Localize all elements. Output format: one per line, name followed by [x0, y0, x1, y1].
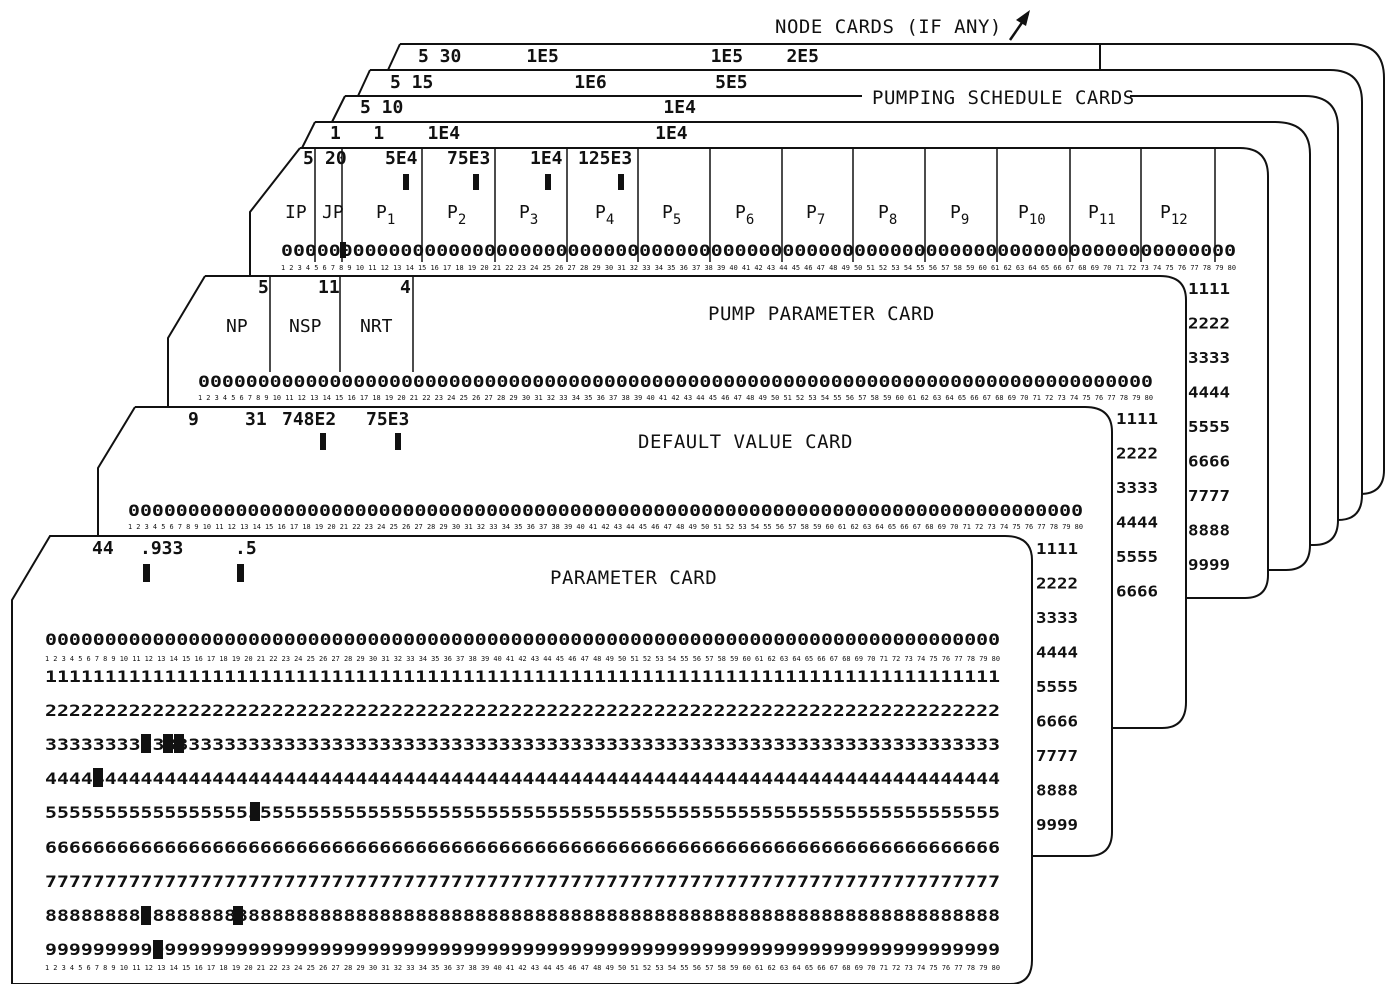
parameter-digit-row: 7777777777777777777777777777777777777777…	[45, 872, 1000, 891]
pump-column-numbers: 1 2 3 4 5 6 7 8 9 10 11 12 13 14 15 16 1…	[198, 394, 1153, 402]
parameter-digit-row: 8888888888888888888888888888888888888888…	[45, 906, 1000, 925]
parameter-digit-row: 2222222222222222222222222222222222222222…	[45, 701, 1000, 720]
pumping-schedule-annotation: PUMPING SCHEDULE CARDS	[872, 87, 1135, 109]
default-card-title: DEFAULT VALUE CARD	[638, 431, 853, 453]
schedule-card-4-row: 5 15 1E6 5E5	[390, 72, 748, 93]
parameter-digit-row: 9999999999999999999999999999999999999999…	[45, 940, 1000, 959]
parameter-a-value: 44	[92, 538, 114, 559]
edge-digit-row: 3333	[1188, 349, 1230, 367]
schedule-jp-value: 20	[325, 148, 347, 169]
edge-digit-row: 7777	[1188, 487, 1230, 505]
node-cards-annotation: NODE CARDS (IF ANY)	[775, 16, 1002, 38]
default-zero-row: 0000000000000000000000000000000000000000…	[128, 501, 1083, 520]
schedule-p4-value: 125E3	[578, 148, 632, 169]
edge-digit-row: 2222	[1036, 575, 1078, 593]
default-c-value: 748E2	[282, 409, 336, 430]
edge-digit-row: 1111	[1116, 410, 1158, 428]
schedule-field-label: IP	[285, 202, 307, 223]
parameter-digit-row: 3333333333333333333333333333333333333333…	[45, 735, 1000, 754]
pump-zero-row: 0000000000000000000000000000000000000000…	[198, 372, 1153, 391]
edge-digit-row: 3333	[1036, 609, 1078, 627]
parameter-digit-row: 5555555555555555555555555555555555555555…	[45, 803, 1000, 822]
default-b-value: 31	[245, 409, 267, 430]
pump-field-nrt: NRT	[360, 316, 393, 337]
edge-digit-row: 2222	[1188, 315, 1230, 333]
edge-digit-row: 8888	[1188, 522, 1230, 540]
parameter-digit-row: 0000000000000000000000000000000000000000…	[45, 630, 1000, 649]
edge-digit-row: 5555	[1116, 548, 1158, 566]
node-card-row: 5 30 1E5 1E5 2E5	[418, 46, 819, 67]
arrow-icon	[1008, 10, 1030, 41]
parameter-card-title: PARAMETER CARD	[550, 567, 717, 589]
parameter-column-numbers-top: 1 2 3 4 5 6 7 8 9 10 11 12 13 14 15 16 1…	[45, 655, 1000, 663]
schedule-field-label: P1	[376, 202, 395, 228]
default-a-value: 9	[188, 409, 199, 430]
pump-field-np: NP	[226, 316, 248, 337]
edge-digit-row: 1111	[1188, 280, 1230, 298]
parameter-c-value: .5	[235, 538, 257, 559]
edge-digit-row: 9999	[1188, 556, 1230, 574]
edge-digit-row: 5555	[1188, 418, 1230, 436]
schedule-card-2-row: 1 1 1E4 1E4	[330, 123, 688, 144]
pump-np-value: 5	[258, 277, 269, 298]
parameter-digit-row: 6666666666666666666666666666666666666666…	[45, 838, 1000, 857]
edge-digit-row: 6666	[1188, 453, 1230, 471]
schedule-p3-value: 1E4	[530, 148, 563, 169]
edge-digit-row: 3333	[1116, 479, 1158, 497]
parameter-digit-row: 4444444444444444444444444444444444444444…	[45, 769, 1000, 788]
parameter-card: 44 .933 .5 PARAMETER CARD 00000000000000…	[11, 535, 1033, 984]
parameter-column-numbers-bottom: 1 2 3 4 5 6 7 8 9 10 11 12 13 14 15 16 1…	[45, 964, 1000, 972]
edge-digit-row: 1111	[1036, 540, 1078, 558]
default-column-numbers: 1 2 3 4 5 6 7 8 9 10 11 12 13 14 15 16 1…	[128, 523, 1083, 531]
schedule-card-3-row: 5 10 1E4	[360, 97, 696, 118]
pump-nsp-value: 11	[318, 277, 340, 298]
default-d-value: 75E3	[366, 409, 409, 430]
schedule-field-label: JP	[322, 202, 344, 223]
edge-digit-row: 9999	[1036, 816, 1078, 834]
edge-digit-row: 5555	[1036, 678, 1078, 696]
schedule-p1-value: 5E4	[385, 148, 418, 169]
edge-digit-row: 6666	[1036, 713, 1078, 731]
edge-digit-row: 8888	[1036, 782, 1078, 800]
parameter-b-value: .933	[140, 538, 183, 559]
schedule-column-numbers: 1 2 3 4 5 6 7 8 9 10 11 12 13 14 15 16 1…	[281, 264, 1236, 272]
edge-digit-row: 4444	[1036, 644, 1078, 662]
pump-field-nsp: NSP	[289, 316, 322, 337]
pump-card-title: PUMP PARAMETER CARD	[708, 303, 935, 325]
schedule-zero-row: 0000000000000000000000000000000000000000…	[281, 241, 1236, 260]
edge-digit-row: 4444	[1116, 514, 1158, 532]
edge-digit-row: 2222	[1116, 445, 1158, 463]
edge-digit-row: 7777	[1036, 747, 1078, 765]
edge-digit-row: 4444	[1188, 384, 1230, 402]
edge-digit-row: 6666	[1116, 583, 1158, 601]
pump-nrt-value: 4	[400, 277, 411, 298]
schedule-p2-value: 75E3	[447, 148, 490, 169]
schedule-ip-value: 5	[303, 148, 314, 169]
parameter-digit-row: 1111111111111111111111111111111111111111…	[45, 667, 1000, 686]
